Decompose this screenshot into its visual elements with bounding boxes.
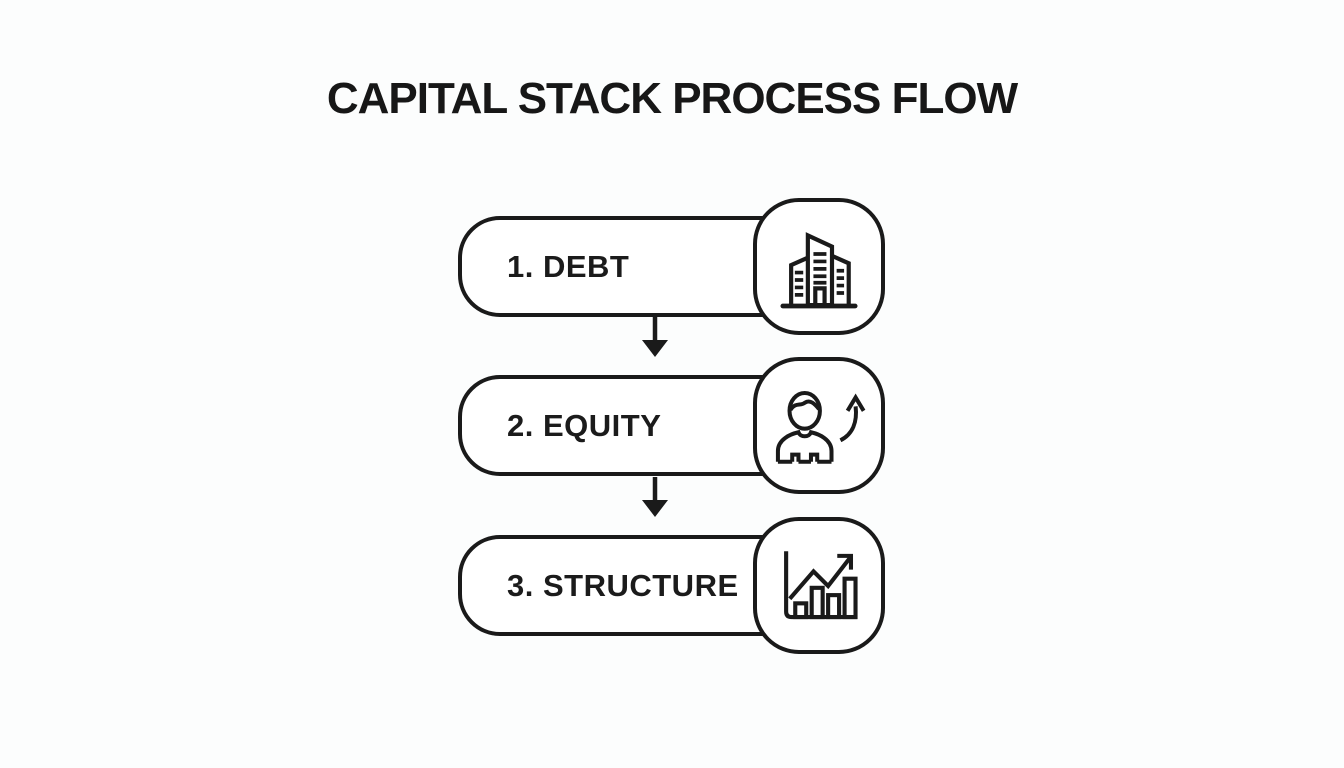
step-structure-icon-bubble <box>753 517 885 654</box>
flow-step-structure: 3. STRUCTURE <box>458 517 885 654</box>
flow-step-debt: 1. DEBT <box>458 198 885 335</box>
page-title: CAPITAL STACK PROCESS FLOW <box>326 74 1018 123</box>
step-equity-icon-bubble <box>753 357 885 494</box>
step-structure-label: 3. STRUCTURE <box>507 567 739 603</box>
step-debt-icon-bubble <box>753 198 885 335</box>
step-debt-label: 1. DEBT <box>507 248 630 284</box>
down-arrow-icon <box>642 317 668 357</box>
down-arrow-icon <box>642 477 668 517</box>
down-arrow-2 <box>641 477 669 518</box>
step-equity-label: 2. EQUITY <box>507 407 662 443</box>
down-arrow-1 <box>641 317 669 358</box>
flow-step-equity: 2. EQUITY <box>458 357 885 494</box>
bar-chart-trend-icon <box>784 550 858 619</box>
investor-growth-icon <box>775 390 866 464</box>
building-icon <box>780 231 858 308</box>
